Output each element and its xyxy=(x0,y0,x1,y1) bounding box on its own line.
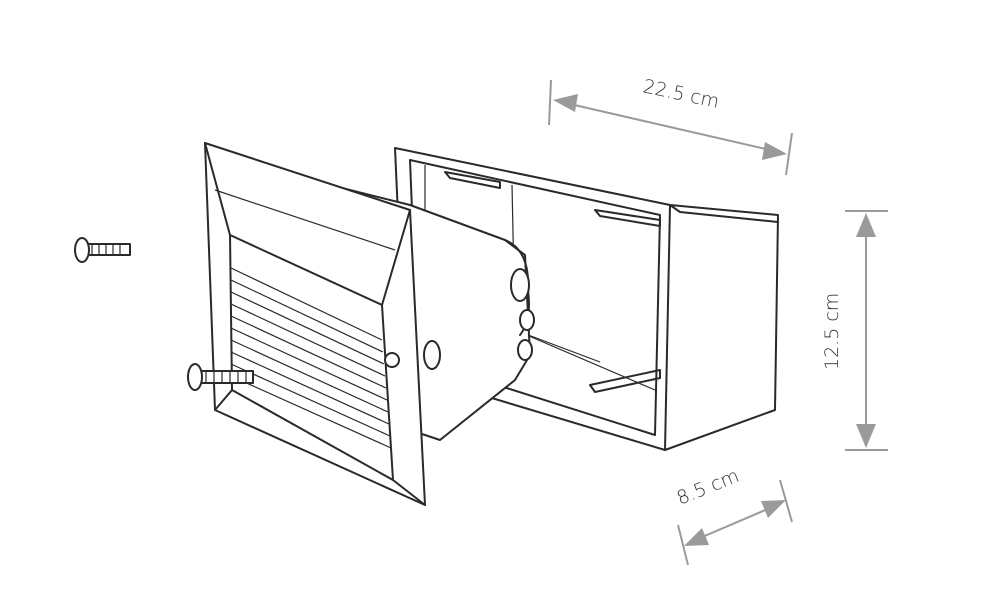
screw-bottom xyxy=(187,363,254,391)
screw-top xyxy=(74,237,131,263)
width-dimension: 22.5 cm xyxy=(548,75,793,176)
height-dimension: 12.5 cm xyxy=(821,210,888,451)
height-label: 12.5 cm xyxy=(821,293,843,370)
depth-dimension: 8.5 cm xyxy=(674,465,793,566)
depth-label: 8.5 cm xyxy=(674,465,743,510)
width-label: 22.5 cm xyxy=(641,75,721,113)
face-plate xyxy=(204,142,426,506)
louvers xyxy=(230,267,392,449)
